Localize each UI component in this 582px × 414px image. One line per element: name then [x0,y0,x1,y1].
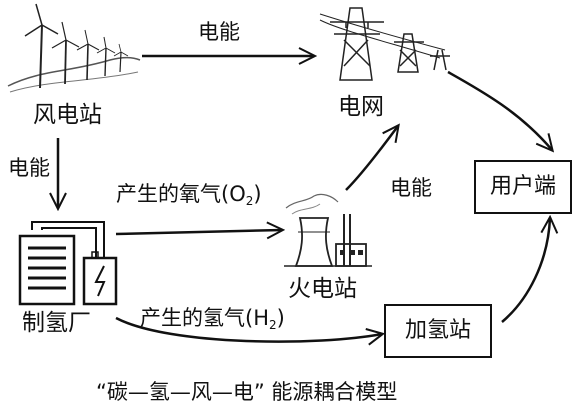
hydrogen-station-label: 加氢站 [404,318,471,343]
hydrogen-flow-label: 产生的氢气(H2) [140,306,285,332]
wind-turbines-icon [7,3,141,93]
grid-label: 电网 [338,94,384,120]
arrow-thermal-to-grid [345,126,398,191]
arrow-oxygen-to-thermal [115,230,282,234]
hydrogen-station-box: 加氢站 [384,304,492,358]
hydrogen-symbol: H [253,306,269,330]
diagram-caption: “碳—氢—风—电” 能源耦合模型 [96,380,398,404]
thermal-plant-label: 火电站 [288,276,357,302]
thermal-to-grid-label: 电能 [390,176,432,200]
oxygen-prefix: 产生的氧气( [116,182,230,206]
oxygen-symbol: O [229,182,246,206]
hydrogen-plant-label: 制氢厂 [22,310,91,336]
hydrogen-suffix: ) [276,306,285,330]
arrow-station-to-user [501,218,550,323]
oxygen-subscript: 2 [245,194,254,208]
hydrogen-prefix: 产生的氢气( [140,306,254,330]
hydrogen-subscript: 2 [269,318,277,332]
user-end-label: 用户端 [489,174,556,199]
user-end-box: 用户端 [474,160,572,214]
oxygen-suffix: ) [253,182,262,206]
arrow-grid-to-user [447,70,552,150]
arrow-hydrogen-to-station [115,316,382,342]
wind-station-label: 风电站 [33,102,102,128]
wind-to-plant-label: 电能 [8,156,50,180]
wind-to-grid-label: 电能 [198,20,240,44]
power-grid-icon [319,7,450,81]
electrolyzer-icon [18,221,118,306]
oxygen-flow-label: 产生的氧气(O2) [116,182,262,208]
thermal-power-plant-icon [284,193,372,267]
